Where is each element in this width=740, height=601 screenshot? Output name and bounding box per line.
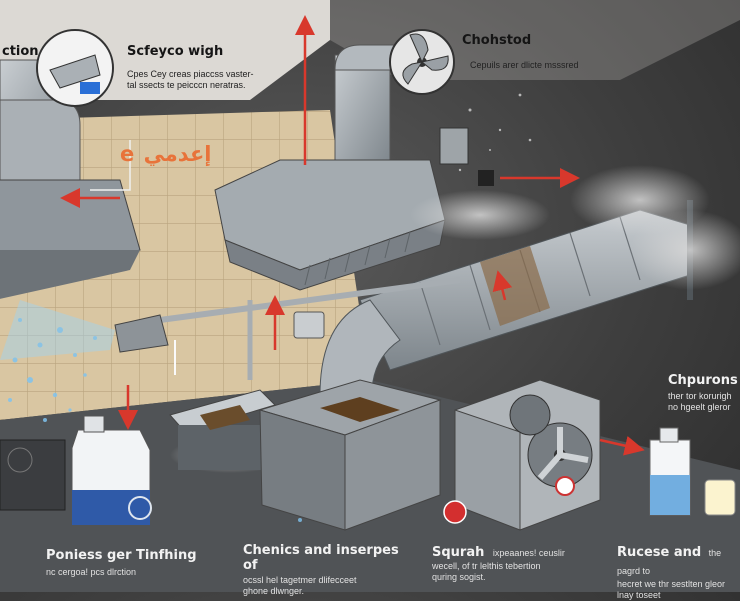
label-cleaning-desc-1: ther tor korurigh — [668, 391, 732, 401]
pipe-line — [159, 277, 461, 323]
label-safety-desc-2: tal ssects te peicccn neratras. — [127, 80, 246, 90]
water-container — [71, 415, 152, 525]
chemical-bottle — [649, 427, 736, 516]
label-chemicals-desc-2: ghone dlwnger. — [243, 586, 305, 596]
label-rucese-desc-1: the pagrd to — [617, 548, 722, 576]
spray-nozzle — [114, 314, 169, 353]
stove — [0, 439, 66, 511]
label-rucese-desc-2: hecret we thr sestlten gleor — [617, 579, 726, 589]
label-cleaning-desc-2: no hgeelt gleror — [668, 402, 731, 412]
label-chemicals: Chenics and inserpes of ocssl hel tagetm… — [243, 543, 413, 597]
left-exhaust-hood — [0, 59, 141, 299]
brand-logo-text: e إعدمي — [120, 142, 212, 166]
label-portable-title: Poniess ger Tinfhing — [46, 548, 197, 563]
deep-fryer — [258, 379, 442, 531]
label-squash-desc-1: ixpeaanes! ceuslir — [492, 548, 565, 558]
label-chemicals-title: Chenics and inserpes of — [243, 543, 399, 573]
label-exhaust: Chohstod Cepuils arer dlicte msssred — [462, 33, 662, 71]
label-cleaning-title: Chpurons — [668, 373, 738, 388]
airflow-arrows — [60, 15, 645, 456]
label-squash-desc-3: quring sogist. — [432, 572, 486, 582]
wall-switch — [293, 311, 325, 339]
label-squash: Squrah ixpeaanes! ceuslir wecell, of tr … — [432, 543, 592, 583]
safety-hood-icon — [36, 29, 114, 107]
fan-icon — [389, 29, 455, 95]
label-cleaning: Chpurons ther tor korurigh no hgeelt gle… — [668, 373, 740, 413]
center-exhaust-hood — [214, 44, 446, 291]
sensor-box — [478, 170, 494, 186]
label-squash-title: Squrah — [432, 545, 485, 560]
elbow-duct — [319, 299, 401, 401]
label-exhaust-desc: Cepuils arer dlicte msssred — [470, 60, 579, 70]
label-top-left: ction — [2, 44, 39, 59]
label-portable-desc: nc cergoa! pcs dlrction — [46, 567, 137, 577]
control-box — [439, 127, 469, 165]
steel-counter — [169, 389, 276, 470]
label-exhaust-title: Chohstod — [462, 33, 532, 48]
outdoor-fan-unit — [454, 379, 601, 531]
red-warning-icon — [443, 500, 467, 524]
label-safety-title: Scfeyco wigh — [127, 44, 224, 59]
label-rucese: Rucese and the pagrd to hecret we thr se… — [617, 543, 740, 601]
water-spray — [0, 300, 115, 422]
label-top-left-title: ction — [2, 44, 39, 59]
label-portable: Poniess ger Tinfhing nc cergoa! pcs dlrc… — [46, 548, 236, 578]
label-safety: Scfeyco wigh Cpes Cey creas piaccss vast… — [127, 44, 327, 91]
label-safety-desc-1: Cpes Cey creas piaccss vaster- — [127, 69, 254, 79]
label-rucese-title: Rucese and — [617, 545, 702, 560]
label-chemicals-desc-1: ocssl hel tagetmer dlifecceet — [243, 575, 357, 585]
label-squash-desc-2: wecell, of tr lelthis tebertion — [432, 561, 541, 571]
